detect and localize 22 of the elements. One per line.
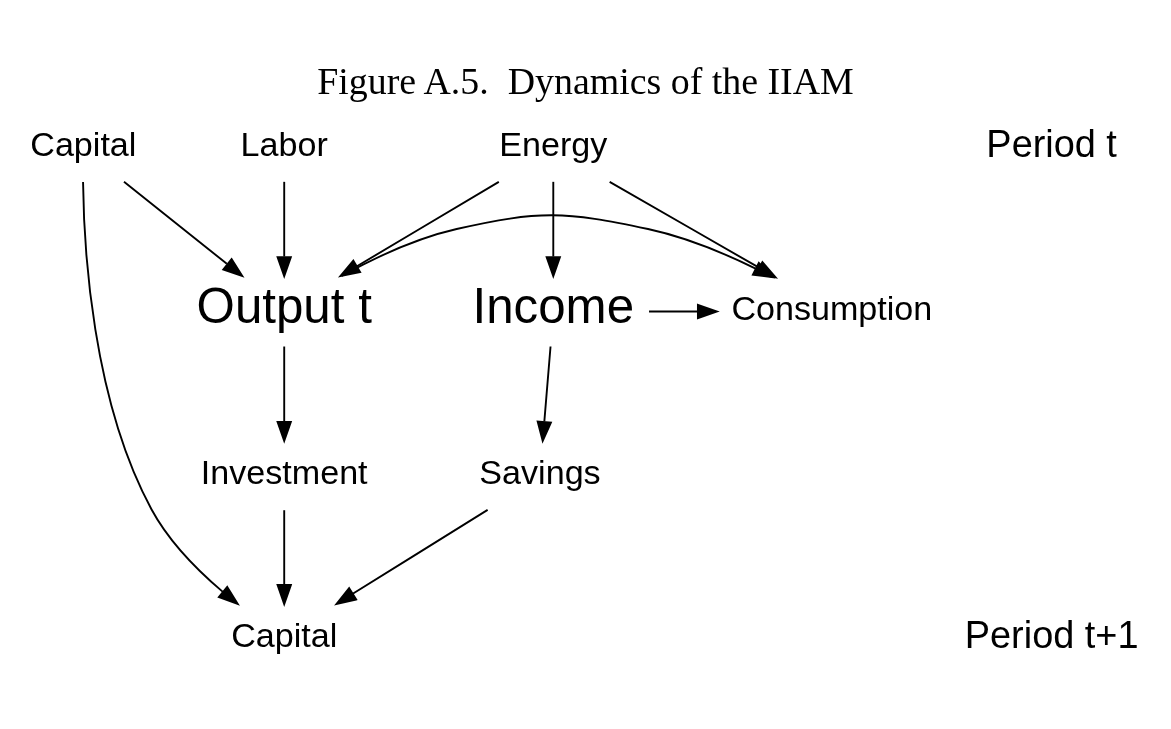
node-text: Energy — [499, 124, 608, 163]
arrow — [545, 180, 562, 279]
arrow — [276, 345, 293, 444]
node-text: Labor — [240, 124, 328, 163]
arrow — [340, 214, 776, 279]
arrow — [276, 180, 293, 279]
node-text: Income — [472, 278, 635, 334]
node-text: Capital — [30, 124, 137, 163]
node-text: Savings — [479, 452, 601, 491]
node-text: Output t — [196, 278, 372, 334]
arrow — [334, 508, 489, 606]
node-text: Consumption — [731, 288, 933, 327]
arrow — [276, 509, 293, 607]
label: Period t+1 — [964, 613, 1139, 656]
arrow — [82, 181, 240, 606]
diagram-title: Figure A.5. Dynamics of the IIAM — [317, 60, 854, 103]
node-text: Capital — [231, 615, 338, 654]
arrow — [648, 303, 720, 320]
arrow — [123, 180, 245, 278]
label: Period t — [986, 123, 1117, 166]
arrow — [536, 345, 553, 444]
node-text: Investment — [200, 452, 368, 491]
